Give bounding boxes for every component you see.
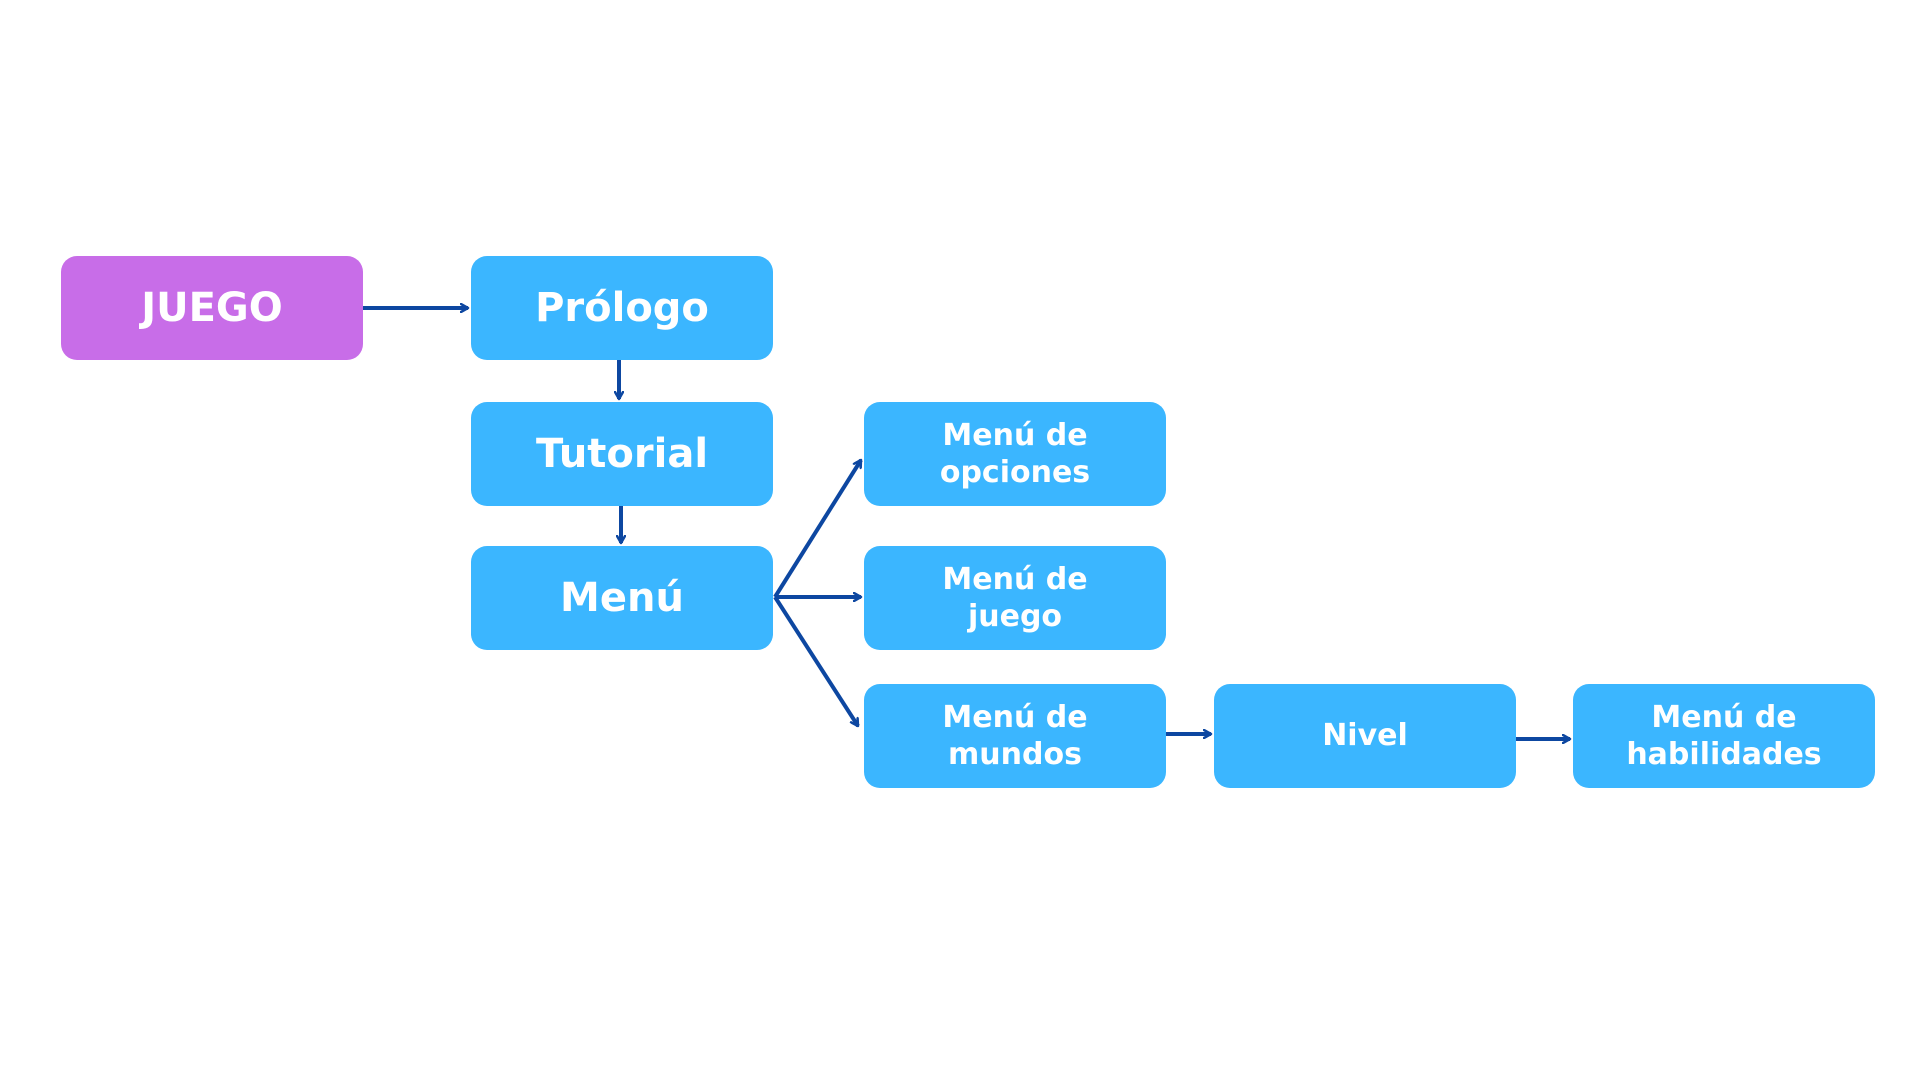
- node-menu-opciones: Menú de opciones: [864, 402, 1166, 506]
- node-tutorial: Tutorial: [471, 402, 773, 506]
- node-prologo: Prólogo: [471, 256, 773, 360]
- node-juego: JUEGO: [61, 256, 363, 360]
- node-menu-habilidades: Menú de habilidades: [1573, 684, 1875, 788]
- edge-menu-opciones: [773, 460, 863, 599]
- edge-menu-mundos: [773, 595, 860, 726]
- node-menu: Menú: [471, 546, 773, 650]
- node-menu-juego: Menú de juego: [864, 546, 1166, 650]
- node-nivel: Nivel: [1214, 684, 1516, 788]
- node-menu-mundos: Menú de mundos: [864, 684, 1166, 788]
